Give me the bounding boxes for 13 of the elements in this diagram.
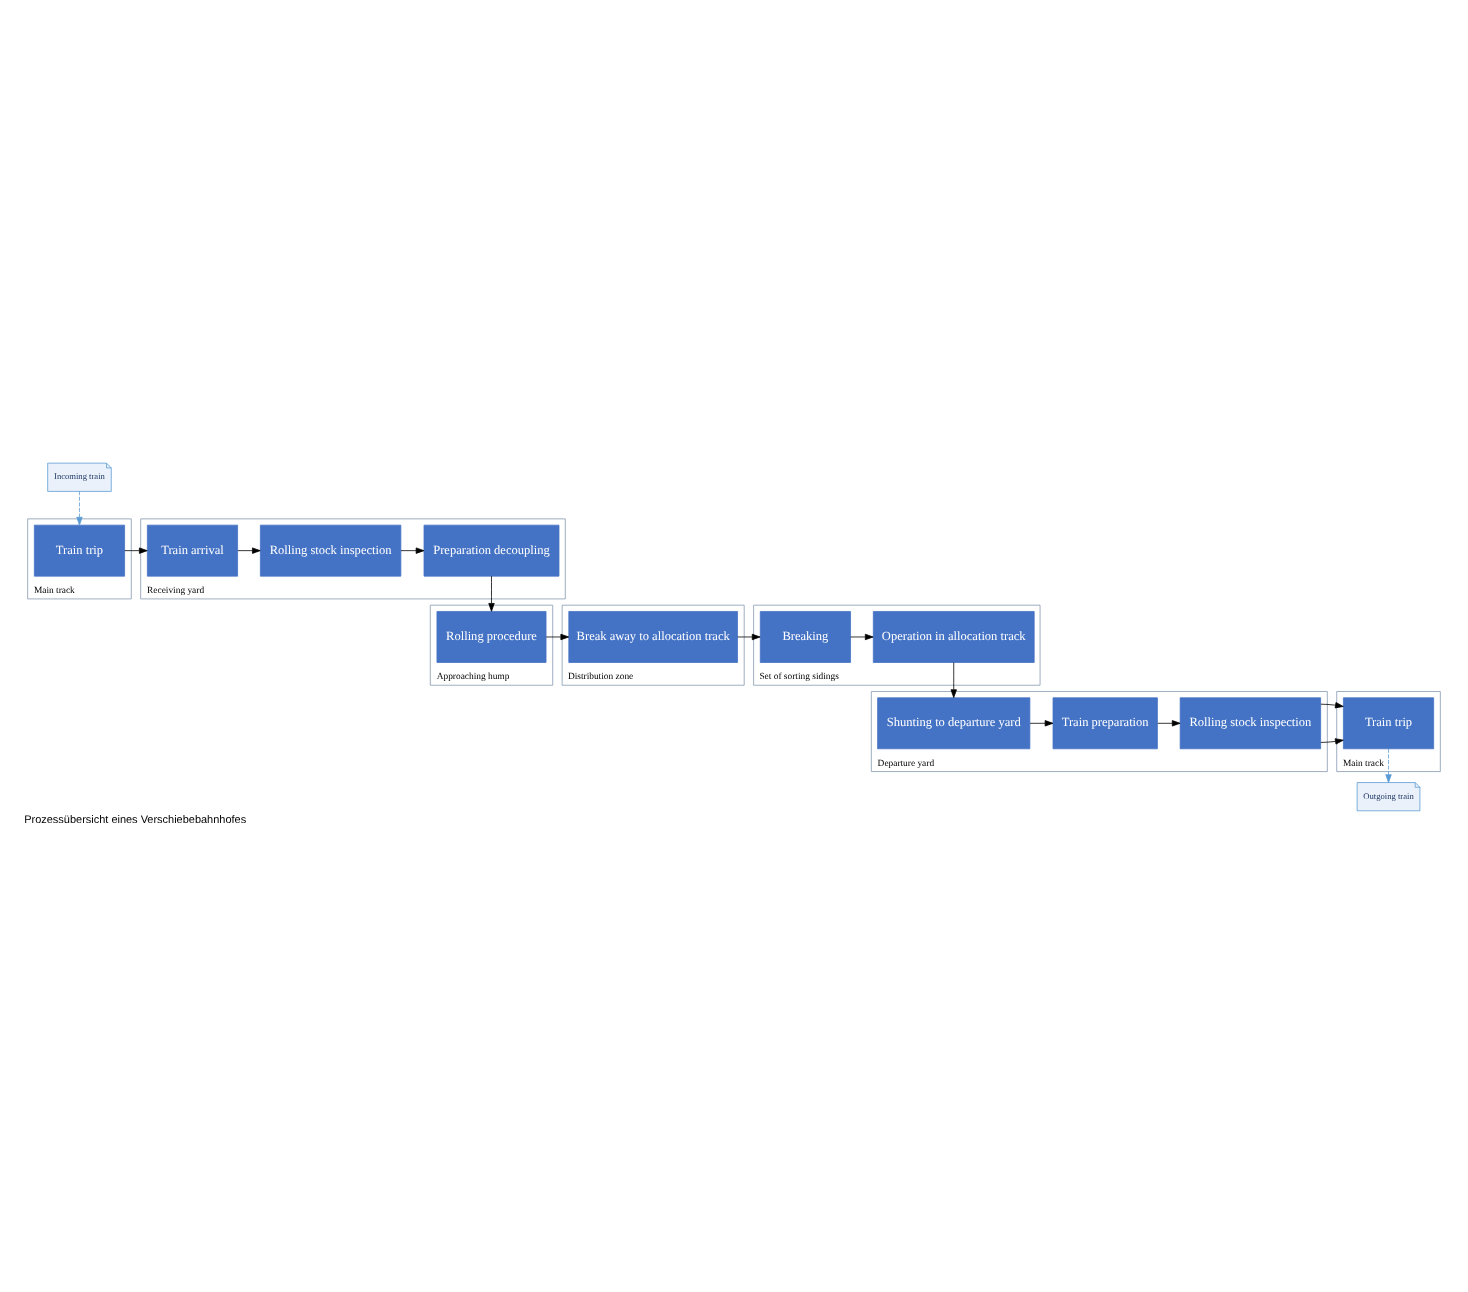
arrow bbox=[1320, 702, 1344, 745]
arrow bbox=[950, 662, 957, 698]
arrow bbox=[76, 491, 83, 526]
arrow bbox=[850, 633, 874, 641]
arrow bbox=[1157, 720, 1181, 727]
arrow bbox=[545, 633, 570, 641]
arrow bbox=[124, 547, 148, 554]
arrow bbox=[1029, 720, 1054, 727]
arrow bbox=[737, 633, 761, 641]
arrow bbox=[237, 547, 261, 554]
arrow bbox=[400, 547, 425, 554]
arrow bbox=[1385, 748, 1392, 783]
arrow bbox=[488, 575, 495, 612]
